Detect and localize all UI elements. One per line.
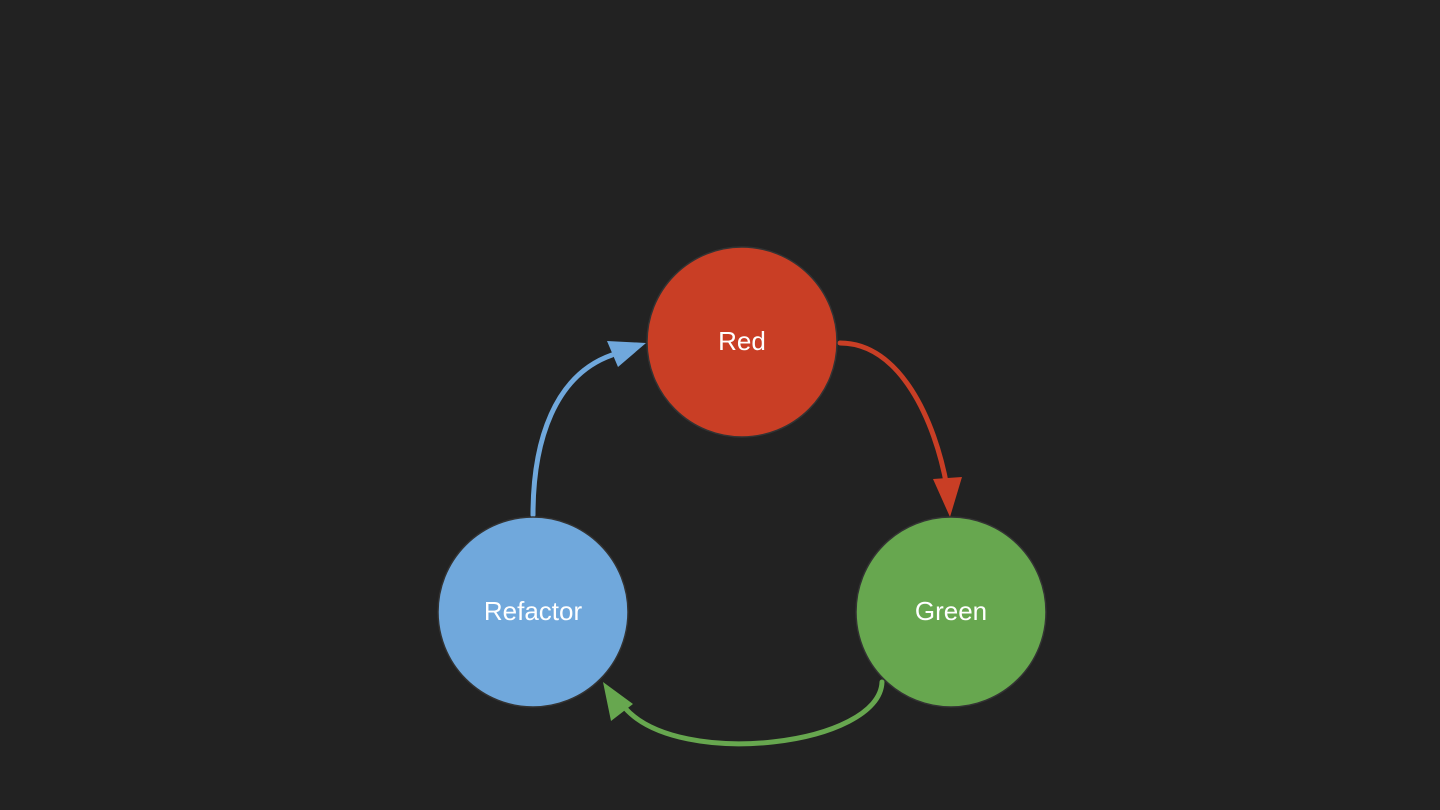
node-red-label: Red	[718, 326, 766, 356]
edge-green-to-refactor	[603, 679, 885, 747]
edge-green-to-refactor-arrowhead	[603, 682, 633, 721]
node-refactor-label: Refactor	[484, 596, 583, 626]
node-green-label: Green	[915, 596, 987, 626]
node-red-circle	[646, 246, 838, 438]
edge-green-to-refactor-line	[622, 679, 885, 747]
edge-red-to-green	[837, 340, 962, 517]
node-refactor: Refactor	[437, 516, 629, 708]
edge-red-to-green-arrowhead	[933, 477, 962, 517]
node-green: Green	[855, 516, 1047, 708]
edge-refactor-to-red	[530, 341, 646, 518]
node-green-circle	[855, 516, 1047, 708]
edge-red-to-green-line	[837, 340, 950, 490]
node-red: Red	[646, 246, 838, 438]
edge-refactor-to-red-line	[530, 352, 615, 518]
edge-refactor-to-red-arrowhead	[607, 341, 646, 367]
node-refactor-circle	[437, 516, 629, 708]
